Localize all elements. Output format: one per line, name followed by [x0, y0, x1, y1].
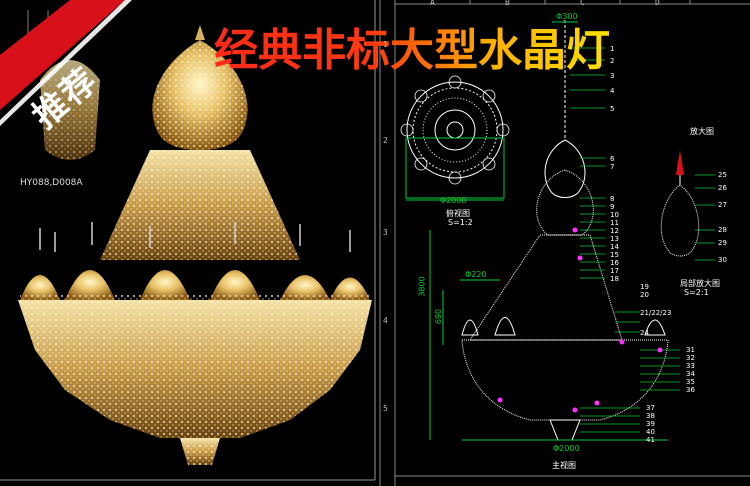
callout-number: 30	[718, 256, 727, 264]
callout-number: 17	[610, 267, 619, 275]
callout-number: 14	[610, 243, 619, 251]
top-view-scale: S=1:2	[448, 218, 473, 227]
callout-number: 16	[610, 259, 619, 267]
callout-number: 2	[610, 57, 615, 65]
dim-top-label: Φ300	[556, 12, 578, 21]
page-title: 经典非标大型水晶灯	[214, 14, 610, 78]
leader-lines	[570, 47, 715, 441]
detail-label: 放大图	[690, 127, 714, 136]
callout-number: 11	[610, 219, 619, 227]
dim-width-bottom-label: Φ2000	[553, 444, 580, 453]
callout-number: 13	[610, 235, 619, 243]
callout-number: 40	[646, 428, 655, 436]
grid-column-label: D	[655, 0, 660, 7]
dim-width-label: Φ2000	[440, 196, 467, 205]
top-view-medallion	[406, 81, 504, 179]
photo-ruler	[0, 0, 376, 481]
callout-number: 12	[610, 227, 619, 235]
callout-number: 1	[610, 45, 615, 53]
callout-number: 38	[646, 412, 655, 420]
top-view-lobes	[400, 75, 510, 185]
chandelier-dome	[152, 25, 248, 150]
grid-row-label: 4	[383, 316, 388, 325]
callout-number: 31	[686, 346, 695, 354]
cad-frame	[379, 0, 750, 486]
callout-number: 7	[610, 163, 615, 171]
callout-number: 19	[640, 283, 649, 291]
callout-number: 10	[610, 211, 619, 219]
top-view-label: 俯视图	[446, 209, 470, 218]
callout-number: 15	[610, 251, 619, 259]
grid-row-label: 3	[383, 228, 388, 237]
callout-number: 27	[718, 201, 727, 209]
dim-arm-label: Φ220	[465, 270, 487, 279]
marker-dots	[497, 227, 663, 413]
chandelier-upper-body	[100, 150, 300, 260]
callout-number: 24	[640, 329, 649, 337]
main-elevation	[461, 20, 669, 441]
grid-column-label: C	[580, 0, 585, 7]
callout-number: 29	[718, 239, 727, 247]
callout-number: 18	[610, 275, 619, 283]
callout-number: 9	[610, 203, 615, 211]
callout-number: 26	[718, 184, 727, 192]
callout-number: 3	[610, 72, 615, 80]
main-view-label: 主视图	[552, 461, 576, 470]
callout-number: 25	[718, 171, 727, 179]
callout-number: 28	[718, 226, 727, 234]
detail-scale-label: 局部放大图	[680, 279, 720, 288]
callout-number: 4	[610, 87, 615, 95]
dim-height-label: 3800	[417, 276, 427, 297]
callout-number: 33	[686, 362, 695, 370]
callout-number: 6	[610, 155, 615, 163]
detail-scale: S=2:1	[684, 288, 709, 297]
callout-number: 5	[610, 105, 615, 113]
grid-column-label: B	[505, 0, 510, 7]
callout-number: 21/22/23	[640, 309, 672, 317]
callout-number: 35	[686, 378, 695, 386]
callout-number: 39	[646, 420, 655, 428]
chandelier-arm-domes	[20, 270, 370, 305]
callout-number: 8	[610, 195, 615, 203]
callout-number: 32	[686, 354, 695, 362]
top-view-dims	[405, 137, 505, 201]
dimension-lines	[429, 21, 668, 441]
callout-number: 36	[686, 386, 695, 394]
grid-row-label: 1	[383, 40, 388, 49]
grid-row-label: 5	[383, 404, 388, 413]
dim-sub-label: 690	[434, 308, 444, 325]
grid-row-label: 2	[383, 136, 388, 145]
callout-number: 41	[646, 436, 655, 444]
callout-number: 34	[686, 370, 695, 378]
recommend-ribbon	[0, 0, 132, 126]
callout-number: 37	[646, 404, 655, 412]
chandelier-candles	[39, 222, 351, 252]
model-code-label: HY088,D008A	[20, 178, 83, 188]
detail-spike	[676, 150, 684, 175]
callout-number: 20	[640, 291, 649, 299]
chandelier-lower-body	[18, 300, 372, 465]
grid-column-label: A	[430, 0, 435, 7]
